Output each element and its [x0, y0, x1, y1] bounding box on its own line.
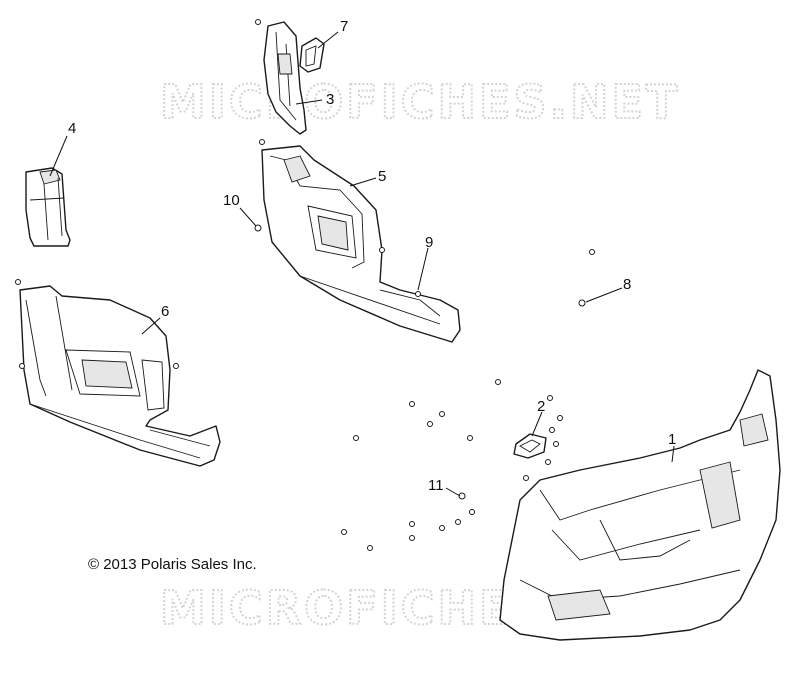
part-4-upper-panel: [25, 167, 71, 247]
callout-4: 4: [68, 120, 76, 137]
callout-1: 1: [668, 431, 676, 448]
callout-7: 7: [340, 18, 348, 35]
part-3-upper-trim: [263, 21, 307, 135]
watermark-top: MICROFICHES.NET: [160, 75, 680, 129]
callout-2: 2: [537, 398, 545, 415]
part-7-bracket: [299, 37, 325, 73]
callout-11: 11: [428, 477, 444, 494]
callout-leaders: [49, 31, 675, 497]
part-5-center-door-panel: [261, 145, 461, 343]
part-1-rear-bulkhead: [499, 369, 781, 641]
callout-3: 3: [326, 91, 334, 108]
callout-10: 10: [223, 192, 240, 209]
copyright-notice: © 2013 Polaris Sales Inc.: [88, 556, 257, 573]
part-6-left-door-panel: [19, 285, 221, 467]
callout-9: 9: [425, 234, 433, 251]
callout-8: 8: [623, 276, 631, 293]
callout-5: 5: [378, 168, 386, 185]
callout-6: 6: [161, 303, 169, 320]
part-2-cover: [513, 433, 547, 459]
